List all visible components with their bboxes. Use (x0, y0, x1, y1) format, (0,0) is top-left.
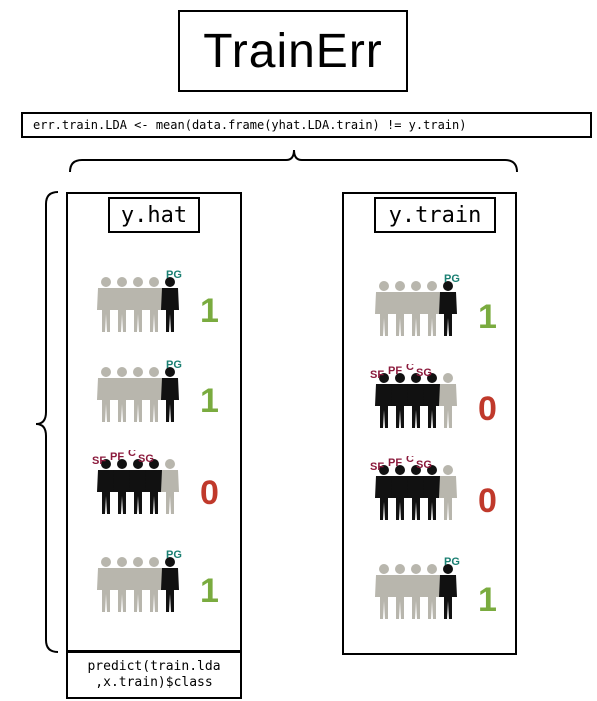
ytrain-row-2-tag-3: SG (416, 459, 432, 471)
ytrain-row-3-players: PG (375, 556, 460, 619)
ytrain-value-1: 0 (478, 390, 497, 428)
ytrain-value-0: 1 (478, 298, 497, 336)
ytrain-value-2: 0 (478, 482, 497, 520)
yhat-row-1-tag-pg: PG (166, 359, 182, 371)
ytrain-row-0-tag-pg: PG (444, 273, 460, 285)
yhat-value-1: 1 (200, 382, 219, 420)
left-brace (35, 191, 59, 653)
ytrain-row-2-tag-1: PF (388, 457, 402, 469)
yhat-value-0: 1 (200, 292, 219, 330)
page-title: TrainErr (178, 10, 408, 92)
predict-expression: predict(train.lda ,x.train)$class (66, 651, 242, 699)
yhat-row-3-tag-pg: PG (166, 549, 182, 561)
yhat-row-1-players: PG (97, 359, 182, 422)
code-expression: err.train.LDA <- mean(data.frame(yhat.LD… (21, 112, 592, 138)
yhat-row-2-tag-2: C (128, 450, 136, 459)
predict-line-2: ,x.train)$class (95, 675, 213, 690)
top-brace (69, 149, 518, 173)
ytrain-row-2-tag-0: SF (370, 461, 384, 473)
yhat-value-2: 0 (200, 474, 219, 512)
yhat-label: y.hat (108, 197, 200, 233)
ytrain-row-2-tag-2: C (406, 456, 414, 465)
ytrain-row-0-players: PG (375, 273, 460, 336)
yhat-row-2-tag-1: PF (110, 451, 124, 463)
predict-line-1: predict(train.lda (87, 659, 221, 674)
yhat-row-0-tag-pg: PG (166, 269, 182, 281)
ytrain-row-1-tag-0: SF (370, 369, 384, 381)
ytrain-row-1-tag-3: SG (416, 367, 432, 379)
yhat-row-3-players: PG (97, 549, 182, 612)
ytrain-row-3-tag-pg: PG (444, 556, 460, 568)
yhat-value-3: 1 (200, 572, 219, 610)
ytrain-label: y.train (374, 197, 496, 233)
ytrain-value-3: 1 (478, 581, 497, 619)
yhat-row-2-tag-3: SG (138, 453, 154, 465)
yhat-row-2-tag-0: SF (92, 455, 106, 467)
yhat-row-0-players: PG (97, 269, 182, 332)
ytrain-row-1-tag-1: PF (388, 365, 402, 377)
ytrain-row-1-tag-2: C (406, 364, 414, 373)
